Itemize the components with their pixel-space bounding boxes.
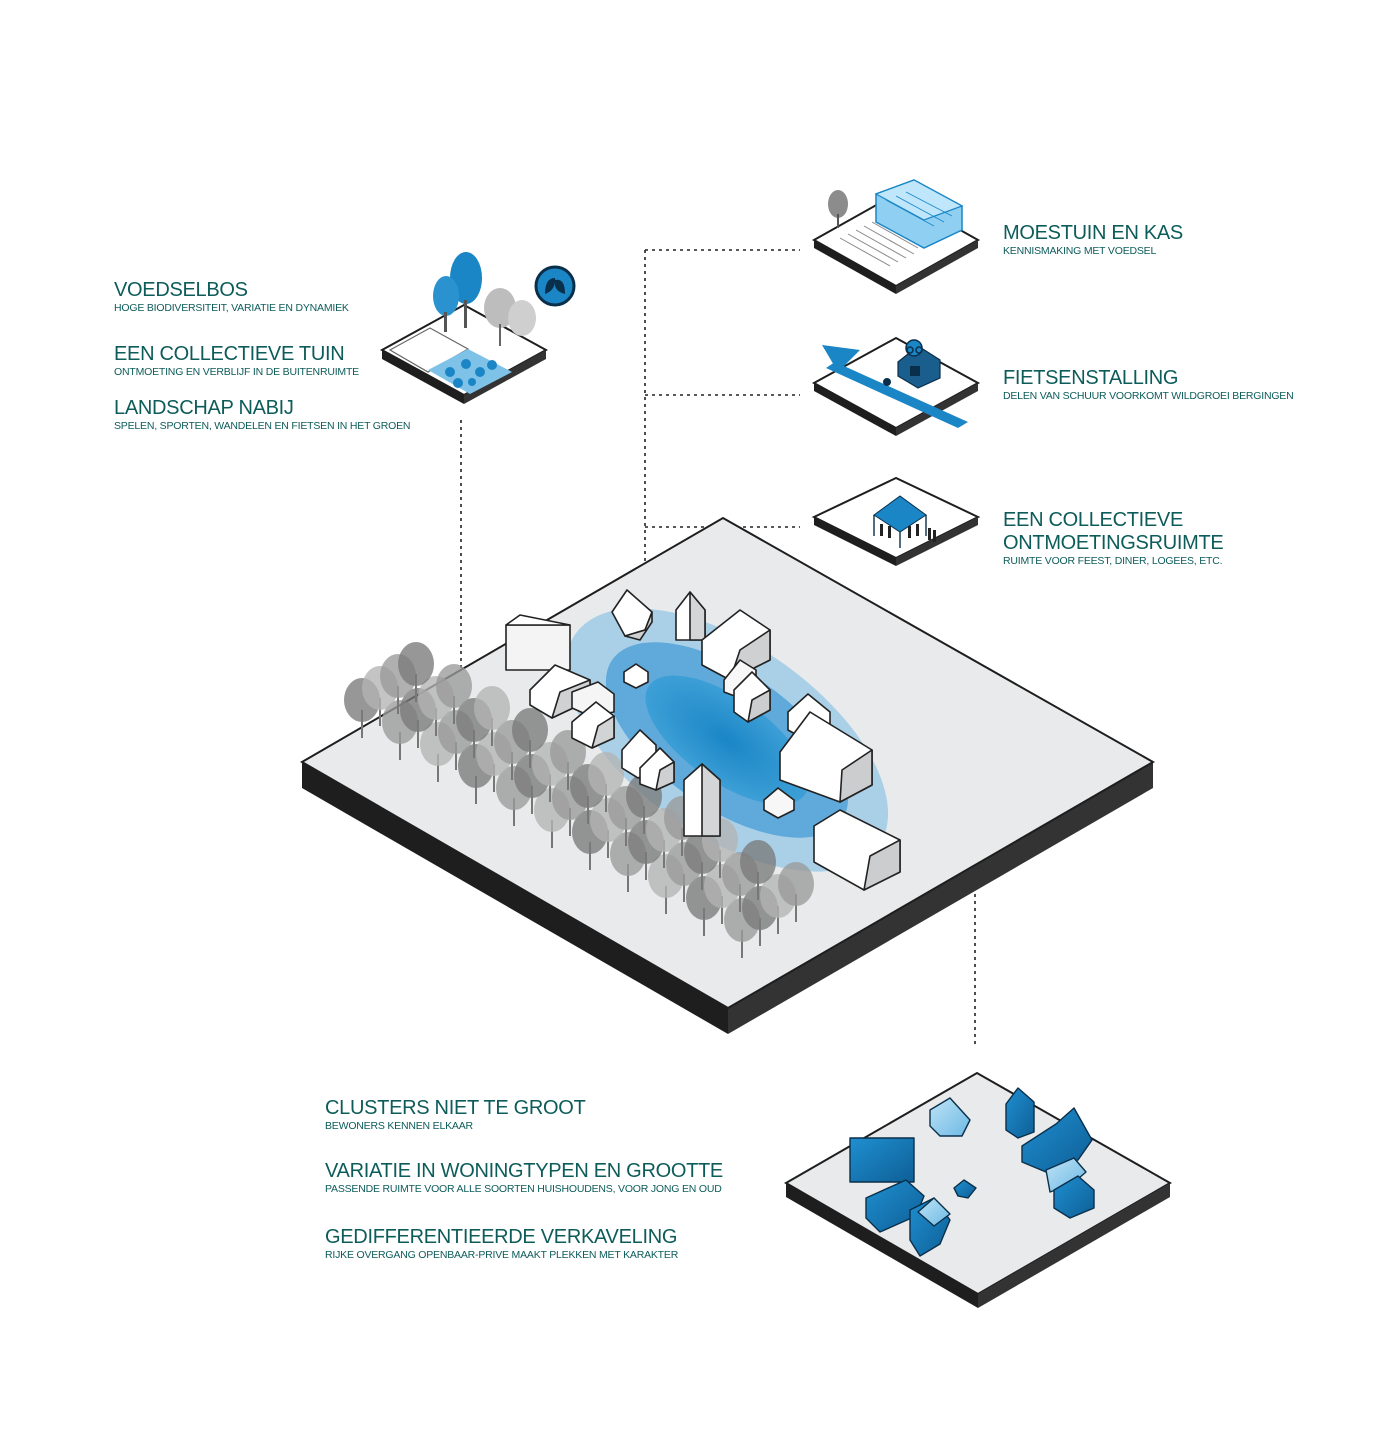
fietsenstalling-tile (811, 336, 981, 436)
label-title: LANDSCHAP NABIJ (114, 397, 294, 419)
label-subtitle: SPELEN, SPORTEN, WANDELEN EN FIETSEN IN … (114, 420, 411, 432)
forest-tree (436, 664, 472, 724)
house (611, 589, 653, 641)
house-cluster (505, 589, 901, 891)
blue-house (849, 1137, 915, 1183)
label-moestuin: MOESTUIN EN KAS KENNISMAKING MET VOEDSEL (1003, 222, 1183, 257)
moestuin-tree (828, 190, 848, 228)
label-title: VARIATIE IN WONINGTYPEN EN GROOTTE (325, 1160, 723, 1182)
label-subtitle: DELEN VAN SCHUUR VOORKOMT WILDGROEI BERG… (1003, 390, 1294, 402)
voedselbos-tile (379, 252, 576, 404)
voedselbos-plants (445, 359, 497, 388)
moestuin-tile (811, 179, 981, 294)
label-subtitle: HOGE BIODIVERSITEIT, VARIATIE EN DYNAMIE… (114, 302, 349, 314)
house (639, 747, 675, 791)
label-verkaveling: GEDIFFERENTIEERDE VERKAVELING RIJKE OVER… (325, 1226, 678, 1261)
clusters-tile (783, 1071, 1173, 1308)
label-landschap-nabij: LANDSCHAP NABIJ SPELEN, SPORTEN, WANDELE… (114, 397, 411, 432)
label-title: GEDIFFERENTIEERDE VERKAVELING (325, 1226, 678, 1248)
label-voedselbos: VOEDSELBOS HOGE BIODIVERSITEIT, VARIATIE… (114, 279, 349, 314)
forest-tree (398, 642, 434, 702)
blue-house (1005, 1087, 1035, 1139)
house (763, 787, 795, 819)
greenhouse-icon (874, 179, 964, 249)
label-subtitle: KENNISMAKING MET VOEDSEL (1003, 245, 1157, 257)
house (571, 701, 615, 749)
label-subtitle: RUIMTE VOOR FEEST, DINER, LOGEES, ETC. (1003, 555, 1223, 567)
forest-tree (740, 840, 776, 900)
forest-cluster (344, 642, 814, 958)
label-subtitle: BEWONERS KENNEN ELKAAR (325, 1120, 473, 1132)
house (623, 663, 649, 689)
voedselbos-water (428, 349, 512, 394)
blue-houses (849, 1087, 1095, 1257)
label-ontmoetingsruimte: EEN COLLECTIEVE ONTMOETINGSRUIMTE RUIMTE… (1003, 509, 1224, 567)
label-title: FIETSENSTALLING (1003, 367, 1179, 389)
label-title: VOEDSELBOS (114, 279, 248, 301)
label-fietsenstalling: FIETSENSTALLING DELEN VAN SCHUUR VOORKOM… (1003, 367, 1294, 402)
label-title: CLUSTERS NIET TE GROOT (325, 1097, 586, 1119)
label-subtitle: PASSENDE RUIMTE VOOR ALLE SOORTEN HUISHO… (325, 1183, 722, 1195)
label-collectieve-tuin: EEN COLLECTIEVE TUIN ONTMOETING EN VERBL… (114, 343, 359, 378)
bicycle-icon (905, 339, 923, 357)
label-subtitle: RIJKE OVERGANG OPENBAAR-PRIVE MAAKT PLEK… (325, 1249, 679, 1261)
forest-tree (474, 686, 510, 746)
platform-side-right (728, 762, 1153, 1034)
vegetable-rows (839, 221, 919, 267)
forest-tree (588, 752, 624, 812)
label-variatie: VARIATIE IN WONINGTYPEN EN GROOTTE PASSE… (325, 1160, 723, 1195)
platform-side-left (302, 762, 728, 1034)
house (683, 763, 721, 837)
label-title: MOESTUIN EN KAS (1003, 222, 1183, 244)
arrow-icon (822, 345, 968, 428)
pavilion-icon (873, 495, 927, 548)
house (505, 614, 571, 671)
blue-house (953, 1179, 977, 1199)
blue-house (1053, 1175, 1095, 1219)
label-title-line1: EEN COLLECTIEVE (1003, 509, 1184, 531)
blue-house (917, 1197, 951, 1227)
people (880, 524, 936, 542)
label-title: EEN COLLECTIEVE TUIN (114, 343, 345, 365)
house (779, 711, 873, 803)
pond-inner (645, 675, 809, 805)
label-subtitle: ONTMOETING EN VERBLIJF IN DE BUITENRUIMT… (114, 366, 359, 378)
forest-tree (778, 862, 814, 922)
house (813, 809, 901, 891)
blue-house (1021, 1107, 1093, 1173)
house (733, 671, 771, 723)
leaf-icon (534, 265, 576, 307)
label-clusters: CLUSTERS NIET TE GROOT BEWONERS KENNEN E… (325, 1097, 586, 1132)
voedselbos-trees (433, 252, 536, 346)
blue-house (929, 1097, 971, 1137)
label-title-line2: ONTMOETINGSRUIMTE (1003, 532, 1224, 554)
forest-tree (512, 708, 548, 768)
cyclist (883, 378, 891, 386)
ontmoeting-tile (811, 476, 981, 566)
